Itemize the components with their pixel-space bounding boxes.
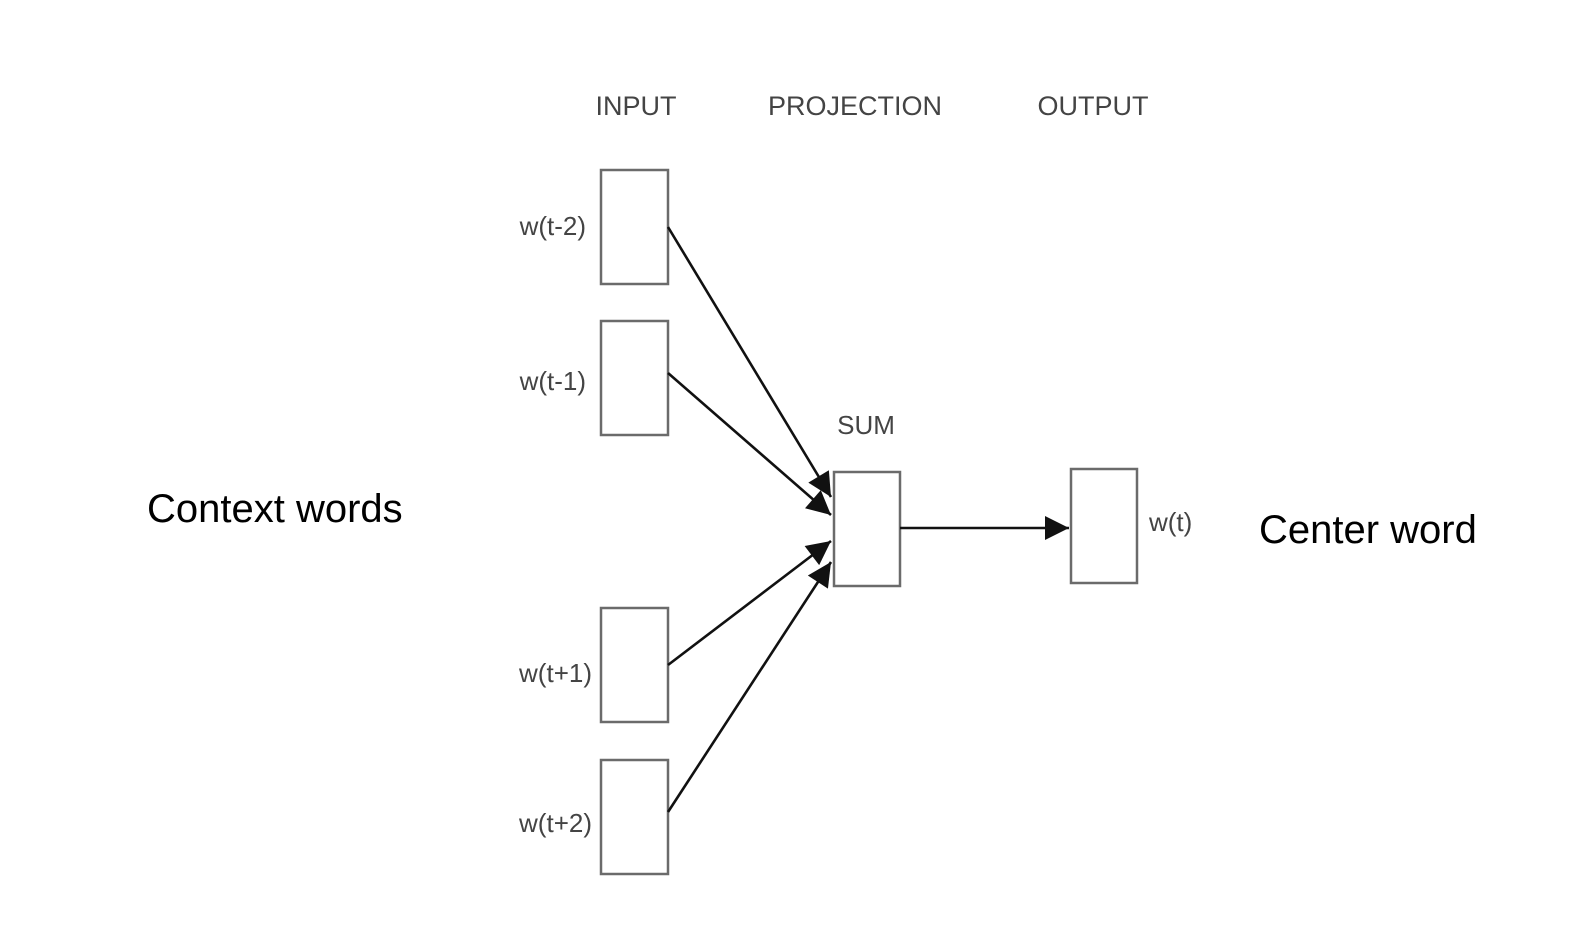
arrow-w-t-plus-2-to-sum — [666, 561, 833, 813]
arrow-w-t-minus-1-to-sum — [667, 372, 832, 516]
input-box-w-t-plus-2 — [599, 758, 670, 876]
sum-label: SUM — [837, 410, 895, 440]
input-header: INPUT — [596, 91, 677, 121]
output-header: OUTPUT — [1038, 91, 1149, 121]
projection-sum-box — [832, 470, 902, 588]
projection-header: PROJECTION — [768, 91, 942, 121]
context-words-annotation: Context words — [147, 487, 403, 531]
arrow-w-t-plus-1-to-sum — [667, 539, 832, 667]
input-label-w-t-minus-2: w(t-2) — [519, 211, 586, 241]
output-box — [1069, 467, 1139, 585]
input-label-w-t-plus-2: w(t+2) — [518, 808, 592, 838]
input-box-w-t-plus-1 — [599, 606, 670, 724]
output-label-w-t: w(t) — [1148, 507, 1192, 537]
arrow-w-t-minus-2-to-sum — [666, 226, 833, 498]
input-box-w-t-minus-2 — [599, 168, 670, 286]
input-label-w-t-minus-1: w(t-1) — [519, 366, 586, 396]
input-box-w-t-minus-1 — [599, 319, 670, 437]
center-word-annotation: Center word — [1259, 508, 1477, 552]
input-label-w-t-plus-1: w(t+1) — [518, 658, 592, 688]
